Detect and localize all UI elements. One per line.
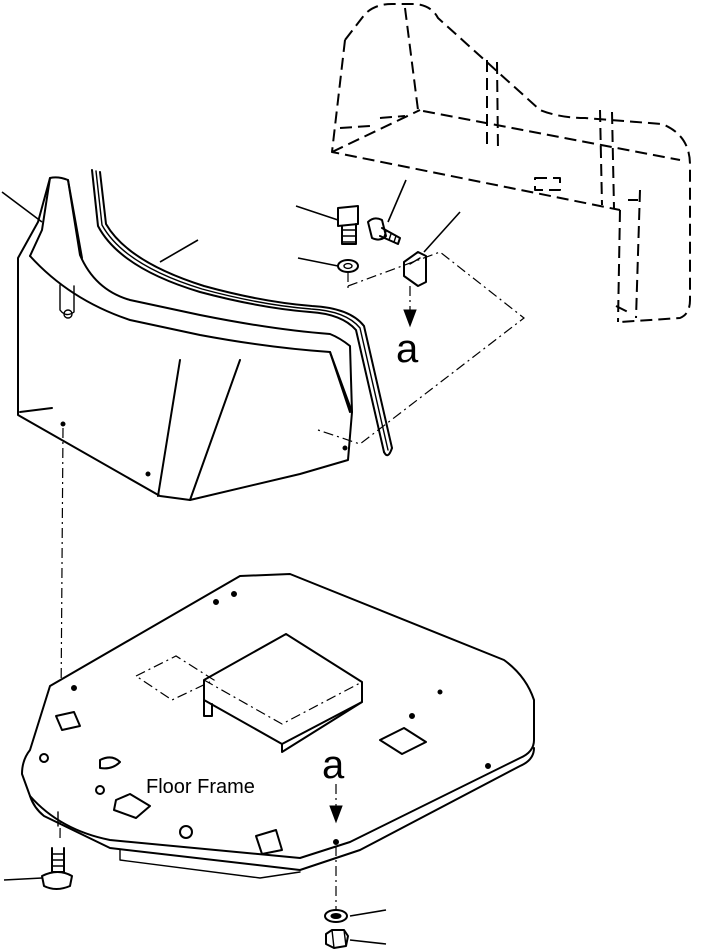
front-cover-part (17, 176, 353, 501)
bottom-nut-part (325, 929, 387, 949)
reference-a-lower: a (322, 743, 345, 910)
leader-lines-upper (1, 179, 461, 267)
mounting-plane-outline (317, 251, 525, 445)
reference-a-upper: a (396, 286, 419, 371)
floor-frame-part: Floor Frame (21, 573, 535, 879)
reference-a-upper-label: a (396, 327, 419, 371)
seal-strip-part (91, 169, 393, 457)
bolt-part (337, 205, 359, 245)
bracket-part (403, 251, 427, 287)
cab-phantom-outline (331, 3, 691, 323)
floor-frame-label: Floor Frame (146, 776, 255, 798)
washer-part (337, 259, 359, 290)
reference-a-lower-label: a (322, 743, 345, 787)
flange-bolt-part (367, 217, 401, 245)
bottom-bolt-part (3, 847, 73, 890)
bottom-washer-part (324, 909, 387, 923)
